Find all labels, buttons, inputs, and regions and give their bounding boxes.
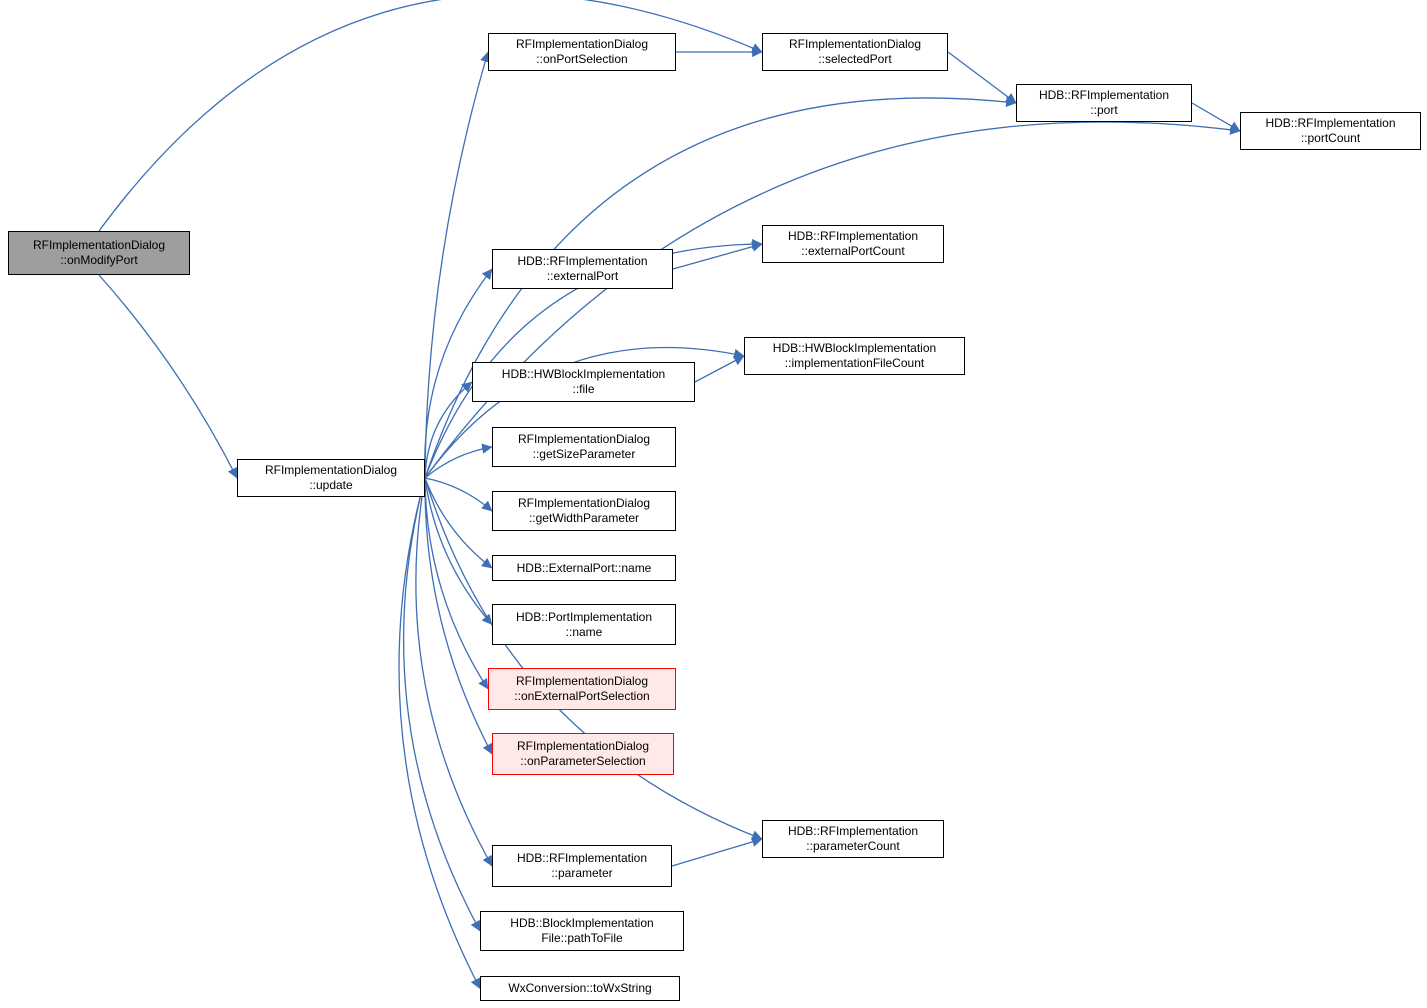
node-label-line: ::onModifyPort xyxy=(60,253,138,267)
node-label-line: ::parameterCount xyxy=(806,839,900,853)
node-selectedPort[interactable]: RFImplementationDialog::selectedPort xyxy=(762,33,948,71)
edge-update-to-portCount xyxy=(424,121,1241,479)
node-label-line: HDB::RFImplementation xyxy=(787,229,919,243)
node-parameter[interactable]: HDB::RFImplementation::parameter xyxy=(492,845,672,887)
node-label-line: RFImplementationDialog xyxy=(788,37,922,51)
node-label-line: HDB::RFImplementation xyxy=(1265,116,1396,130)
edge-update-to-externalPort xyxy=(424,268,493,479)
edge-onModifyPort-to-update xyxy=(98,274,238,479)
edge-update-to-parameter xyxy=(415,477,493,867)
edge-update-to-onExternalPortSelection xyxy=(424,477,489,690)
node-getSizeParameter[interactable]: RFImplementationDialog::getSizeParameter xyxy=(492,427,676,467)
node-portCount[interactable]: HDB::RFImplementation::portCount xyxy=(1240,112,1421,150)
edge-file-to-implementationFileCount xyxy=(694,355,745,383)
edge-externalPort-to-externalPortCount xyxy=(672,241,763,270)
node-file[interactable]: HDB::HWBlockImplementation::file xyxy=(472,362,695,402)
edge-update-to-externalPortName xyxy=(424,477,493,569)
node-label-line: HDB::HWBlockImplementation xyxy=(772,341,937,355)
edge-update-to-externalPortCount xyxy=(424,238,763,479)
node-label-line: HDB::RFImplementation xyxy=(787,824,919,838)
node-label-line: ::name xyxy=(565,624,603,639)
node-label-line: ::getSizeParameter xyxy=(532,447,636,461)
node-label-line: HDB::RFImplementation xyxy=(517,254,648,268)
node-label-line: RFImplementationDialog xyxy=(515,674,649,688)
node-onPortSelection[interactable]: RFImplementationDialog::onPortSelection xyxy=(488,33,676,71)
edge-selectedPort-to-port xyxy=(947,51,1017,104)
node-parameterCount[interactable]: HDB::RFImplementation::parameterCount xyxy=(762,820,944,858)
node-label-line: RFImplementationDialog xyxy=(517,496,651,510)
node-externalPort[interactable]: HDB::RFImplementation::externalPort xyxy=(492,249,673,289)
edge-update-to-getWidthParameter xyxy=(424,477,493,512)
node-label-line: ::file xyxy=(572,382,595,396)
node-label-line: ::port xyxy=(1090,103,1118,117)
node-label-line: ::update xyxy=(309,478,353,492)
node-onParameterSelection[interactable]: RFImplementationDialog::onParameterSelec… xyxy=(492,733,674,775)
node-label-line: File::pathToFile xyxy=(541,931,623,945)
node-label-line: ::getWidthParameter xyxy=(528,511,640,525)
node-update[interactable]: RFImplementationDialog::update xyxy=(237,459,425,497)
node-label-line: HDB::PortImplementation xyxy=(515,609,653,624)
node-label-line: HDB::RFImplementation xyxy=(1038,88,1170,102)
edge-parameter-to-parameterCount xyxy=(671,836,763,867)
node-label-line: ::onExternalPortSelection xyxy=(514,689,650,703)
node-getWidthParameter[interactable]: RFImplementationDialog::getWidthParamete… xyxy=(492,491,676,531)
node-label-line: HDB::HWBlockImplementation xyxy=(501,367,666,381)
node-externalPortCount[interactable]: HDB::RFImplementation::externalPortCount xyxy=(762,225,944,263)
node-label-line: HDB::BlockImplementation xyxy=(510,916,654,930)
node-label-line: ::onPortSelection xyxy=(536,52,628,66)
node-portImplementationName[interactable]: HDB::PortImplementation::name xyxy=(492,604,676,645)
node-onModifyPort[interactable]: RFImplementationDialog::onModifyPort xyxy=(8,231,190,275)
node-label-line: ::onParameterSelection xyxy=(520,754,646,768)
node-label-line: ::externalPort xyxy=(546,269,619,283)
edge-update-to-file xyxy=(424,381,473,479)
node-externalPortName[interactable]: HDB::ExternalPort::name xyxy=(492,555,676,581)
node-label-line: RFImplementationDialog xyxy=(32,238,166,252)
node-toWxString[interactable]: WxConversion::toWxString xyxy=(480,976,680,1001)
node-label-line: RFImplementationDialog xyxy=(264,463,398,477)
node-onExternalPortSelection[interactable]: RFImplementationDialog::onExternalPortSe… xyxy=(488,668,676,710)
node-implementationFileCount[interactable]: HDB::HWBlockImplementation::implementati… xyxy=(744,337,965,375)
node-label-line: RFImplementationDialog xyxy=(515,37,649,51)
node-label-line: ::parameter xyxy=(551,866,613,880)
edge-update-to-parameterCount xyxy=(424,477,763,841)
node-label-line: HDB::RFImplementation xyxy=(516,851,648,865)
node-label-line: RFImplementationDialog xyxy=(516,739,650,753)
edge-update-to-toWxString xyxy=(398,477,481,989)
edge-onModifyPort-to-selectedPort xyxy=(98,0,763,232)
node-label-line: ::portCount xyxy=(1300,131,1361,145)
edge-update-to-onPortSelection xyxy=(424,51,491,479)
node-label-line: WxConversion::toWxString xyxy=(508,981,652,995)
edge-update-to-onParameterSelection xyxy=(424,477,493,755)
node-label-line: HDB::ExternalPort::name xyxy=(516,560,652,575)
edge-update-to-pathToFile xyxy=(403,477,481,932)
node-port[interactable]: HDB::RFImplementation::port xyxy=(1016,84,1192,122)
edge-update-to-portImplementationName xyxy=(424,477,493,625)
edge-update-to-getSizeParameter xyxy=(424,443,493,479)
node-label-line: ::implementationFileCount xyxy=(784,356,925,370)
node-label-line: RFImplementationDialog xyxy=(517,432,651,446)
node-label-line: ::externalPortCount xyxy=(801,244,905,258)
node-label-line: ::selectedPort xyxy=(818,52,892,66)
